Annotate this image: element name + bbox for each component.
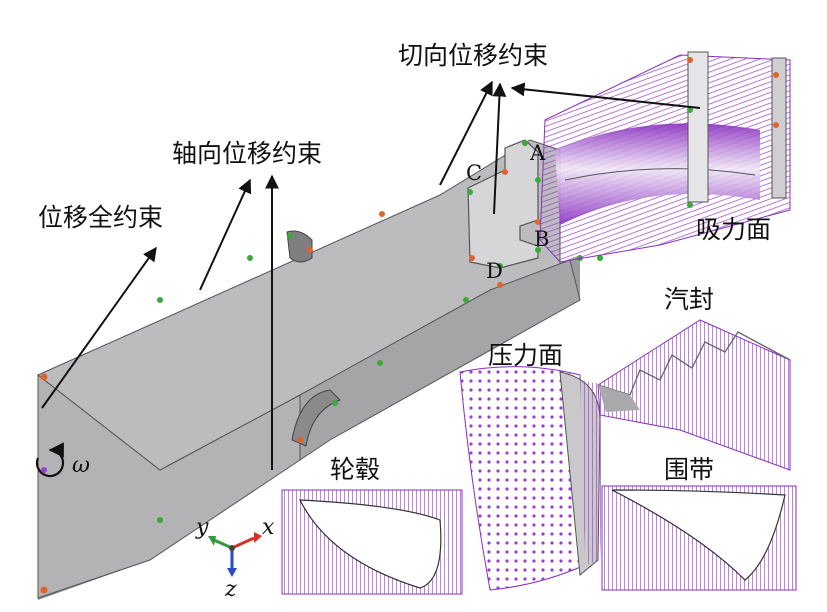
seal-model [597,319,791,471]
hub-model [281,489,463,595]
model-fillet [291,389,341,447]
point-label-a: A [529,141,546,165]
label-pressure-face: 压力面 [488,341,563,370]
rotation-omega-symbol: ω [35,442,90,478]
axis-x-label: x [262,515,275,540]
axis-z-label: z [224,577,237,602]
point-label-d: D [486,259,503,283]
omega-label: ω [72,453,90,478]
label-suction-face: 吸力面 [696,215,771,244]
constraint-arrows [41,80,701,470]
arrow-tangential-2 [492,82,507,215]
label-tangential-constraint: 切向位移约束 [398,41,548,70]
coordinate-axes: x y z [195,515,275,602]
arrow-tangential-1 [439,80,493,186]
arrow-axial-1 [199,178,252,291]
point-label-b: B [534,227,549,251]
label-full-constraint: 位移全约束 [38,203,163,232]
blade-model [37,139,603,600]
shroud-model [601,485,797,591]
suction-face-model [539,51,791,263]
model-step-face [299,259,581,461]
arrow-tangential-3 [510,82,701,109]
label-hub: 轮毂 [330,455,380,484]
label-axial-constraint: 轴向位移约束 [172,139,322,168]
label-shroud: 围带 [664,455,714,484]
arrow-full-constraint [41,246,157,409]
pressure-face-model [459,366,605,591]
model-notch [286,230,313,263]
label-seal: 汽封 [664,285,714,314]
point-label-c: C [466,161,482,185]
axis-y-label: y [195,515,209,540]
